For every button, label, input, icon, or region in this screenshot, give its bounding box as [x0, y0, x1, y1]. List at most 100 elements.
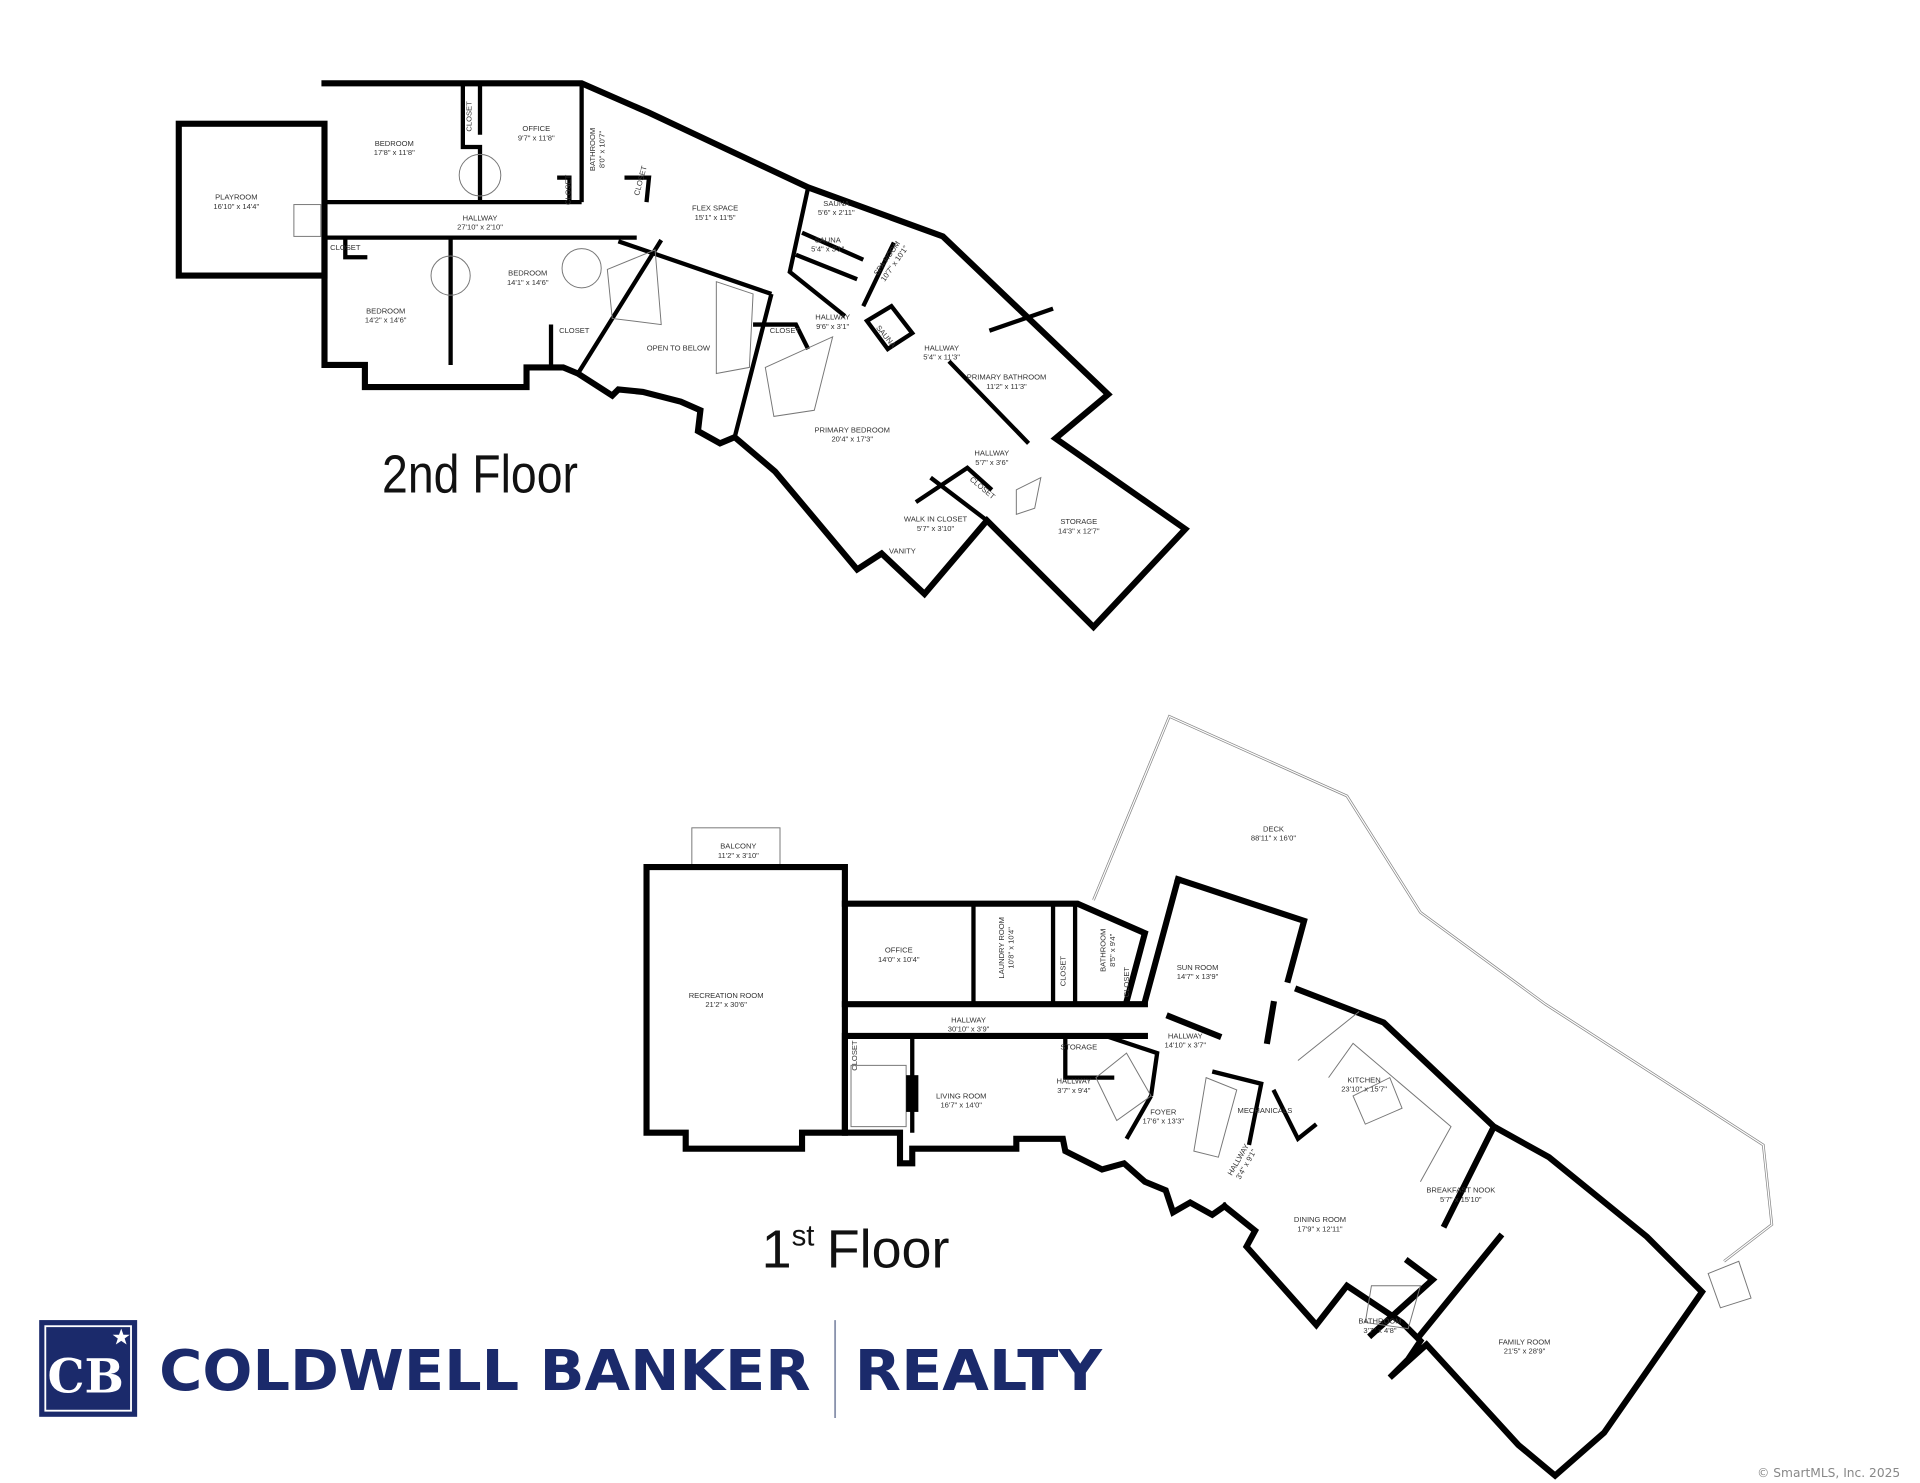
room-label: CLOSET	[770, 326, 801, 335]
room-name: CLOSET	[330, 243, 361, 252]
room-label: CLOSET	[559, 326, 590, 335]
room-name: FOYER	[1150, 1107, 1177, 1116]
room-name: CLOSET	[1122, 967, 1131, 998]
room-name: PRIMARY BEDROOM	[814, 425, 890, 434]
room-dimensions: 21'5" x 28'9"	[1504, 1347, 1546, 1356]
room-name: RECREATION ROOM	[689, 991, 764, 1000]
room-label: SPA ROOM10'7" x 10'1"	[871, 238, 910, 283]
room-name: HALLWAY	[1056, 1077, 1091, 1086]
room-label: CLOSET	[850, 1040, 859, 1071]
floor-1-plan: 1st Floor	[643, 714, 1774, 1480]
room-dimensions: 21'2" x 30'6"	[705, 1000, 747, 1009]
star-icon	[112, 1328, 130, 1345]
room-name: KITCHEN	[1347, 1076, 1380, 1085]
room-name: VANITY	[889, 547, 916, 556]
room-dimensions: 5'4" x 11'3"	[923, 352, 960, 361]
room-dimensions: 5'7" x 3'6"	[975, 458, 1008, 467]
room-dimensions: 5'6" x 2'11"	[818, 208, 855, 217]
floor-2-outer-wall	[321, 80, 1190, 632]
room-name: WALK IN CLOSET	[904, 515, 968, 524]
room-dimensions: 14'7" x 13'9"	[1177, 972, 1219, 981]
room-name: LIVING ROOM	[936, 1091, 987, 1100]
room-dimensions: 16'10" x 14'4"	[213, 202, 259, 211]
room-name: BEDROOM	[508, 269, 547, 278]
room-name: OFFICE	[885, 946, 913, 955]
coldwell-banker-logo: CB COLDWELL BANKER REALTY	[39, 1320, 1104, 1419]
room-label: HALLWAY3'4" x 9'1"	[1226, 1142, 1259, 1181]
room-dimensions: 5'4" x 3'1"	[811, 245, 844, 254]
floor-1-title-suffix: st	[792, 1219, 815, 1252]
room-dimensions: 9'7" x 11'8"	[518, 133, 555, 142]
room-dimensions: 14'1" x 14'6"	[507, 278, 549, 287]
room-label: BATHROOM8'0" x 10'7"	[588, 128, 606, 171]
room-label: CLOSET	[1122, 967, 1131, 998]
room-label: BATHROOM8'5" x 9'4"	[1099, 929, 1117, 972]
room-label: CLOSET	[564, 174, 573, 205]
floor-1-stairs	[850, 1052, 1752, 1330]
room-name: BALCONY	[720, 842, 756, 851]
room-dimensions: 17'6" x 13'3"	[1142, 1117, 1184, 1126]
room-dimensions: 15'1" x 11'5"	[695, 213, 736, 222]
room-dimensions: 27'10" x 2'10"	[457, 223, 503, 232]
room-name: MECHANICALS	[1238, 1106, 1293, 1115]
room-name: BREAKFAST NOOK	[1426, 1186, 1495, 1195]
room-name: BATHROOM	[1099, 929, 1108, 972]
room-name: BATHROOM	[588, 128, 597, 171]
room-name: HALLWAY	[1168, 1031, 1203, 1040]
room-label: MECHANICALS	[1238, 1106, 1293, 1115]
room-name: FLEX SPACE	[692, 204, 738, 213]
room-label: LAUNDRY ROOM10'8" x 10'4"	[997, 917, 1015, 979]
room-name: SAUNA	[815, 236, 842, 245]
playroom-steps	[293, 204, 322, 237]
fireplace-icon	[906, 1075, 919, 1112]
floor-1-title-number: 1	[762, 1219, 792, 1279]
room-dimensions: 11'2" x 3'10"	[718, 851, 759, 860]
floor-1-title-word: Floor	[827, 1219, 950, 1279]
room-label: VANITY	[889, 547, 916, 556]
room-name: CLOSET	[1058, 956, 1067, 987]
room-name: HALLWAY	[924, 343, 959, 352]
room-name: SAUNA	[823, 199, 850, 208]
room-dimensions: 10'8" x 10'4"	[1006, 927, 1015, 969]
room-dimensions: 20'4" x 17'3"	[831, 435, 873, 444]
room-dimensions: 16'7" x 14'0"	[940, 1101, 982, 1110]
room-dimensions: 30'10" x 3'9"	[948, 1025, 990, 1034]
floor-1-wing-walls	[841, 900, 1229, 1219]
room-label: CLOSET	[464, 101, 473, 132]
room-dimensions: 23'10" x 15'7"	[1341, 1085, 1387, 1094]
logo-suffix: REALTY	[855, 1339, 1104, 1404]
room-dimensions: 8'5" x 9'4"	[1108, 933, 1117, 966]
room-name: CLOSET	[464, 101, 473, 132]
room-name: CLOSET	[564, 174, 573, 205]
room-name: HALLWAY	[974, 449, 1009, 458]
room-name: CLOSET	[850, 1040, 859, 1071]
room-name: BATHROOM	[1358, 1317, 1401, 1326]
room-name: PRIMARY BATHROOM	[967, 373, 1047, 382]
room-name: BEDROOM	[366, 307, 405, 316]
floor-2-interior-walls	[324, 83, 1054, 523]
recreation-room-walls	[643, 863, 848, 1152]
copyright: © SmartMLS, Inc. 2025	[1757, 1466, 1900, 1480]
room-name: OPEN TO BELOW	[647, 343, 711, 352]
